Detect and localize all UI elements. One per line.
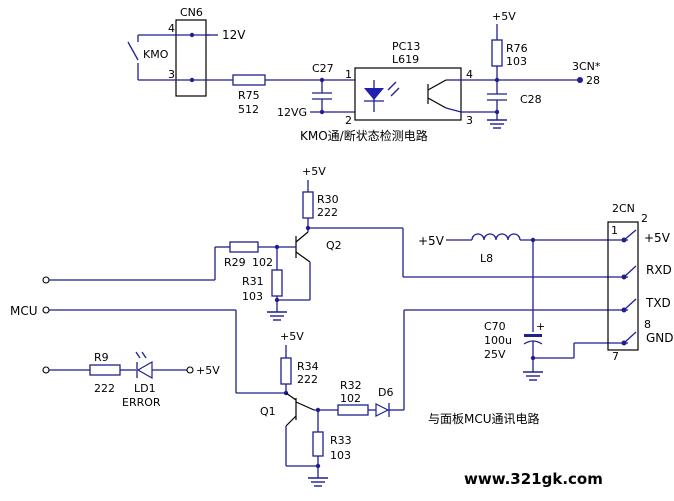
r31-name: R31 bbox=[242, 275, 264, 288]
bottom-caption: 与面板MCU通讯电路 bbox=[428, 411, 540, 426]
r33-value: 103 bbox=[330, 449, 351, 462]
r32-value: 102 bbox=[340, 392, 361, 405]
r34-v5-label: +5V bbox=[280, 330, 304, 343]
r33-resistor bbox=[312, 431, 324, 457]
out-conn-label: 3CN* bbox=[572, 60, 601, 73]
v12-label: 12V bbox=[222, 28, 246, 42]
mcu-comm-circuit: +5V R30 222 Q2 R29 102 R31 103 bbox=[10, 165, 674, 487]
pin8: 8 bbox=[644, 318, 651, 331]
pin1: 1 bbox=[611, 224, 618, 237]
sig-gnd: GND bbox=[646, 331, 674, 345]
cn6-label: CN6 bbox=[180, 6, 203, 19]
r30-name: R30 bbox=[317, 193, 339, 206]
v12g-label: 12VG bbox=[277, 106, 307, 119]
r30-resistor bbox=[302, 191, 314, 219]
cn6-connector bbox=[175, 19, 207, 97]
r29-name: R29 bbox=[224, 256, 246, 269]
ld1-name: LD1 bbox=[134, 382, 156, 395]
c70-voltage: 25V bbox=[484, 348, 506, 361]
r29-resistor bbox=[229, 241, 259, 253]
r9-resistor bbox=[89, 364, 121, 376]
l8-v5-label: +5V bbox=[418, 234, 445, 248]
watermark: www.321gk.com bbox=[464, 470, 603, 488]
r76-name: R76 bbox=[506, 42, 528, 55]
sig-txd: TXD bbox=[645, 296, 671, 310]
ld1-led-icon bbox=[136, 360, 153, 380]
r34-name: R34 bbox=[297, 360, 319, 373]
optocoupler-name: PC13 bbox=[392, 40, 420, 53]
top-caption: KMO通/断状态检测电路 bbox=[300, 128, 428, 143]
l8-label: L8 bbox=[480, 252, 493, 265]
optocoupler-part: L619 bbox=[392, 53, 419, 66]
cn6-pin4: 4 bbox=[168, 22, 175, 35]
c28-label: C28 bbox=[520, 93, 542, 106]
mcu-label: MCU bbox=[10, 304, 38, 318]
l8-inductor bbox=[471, 233, 521, 241]
r75-name: R75 bbox=[238, 89, 260, 102]
d6-label: D6 bbox=[378, 386, 393, 399]
r75-value: 512 bbox=[238, 103, 259, 116]
q1-label: Q1 bbox=[260, 405, 276, 418]
sig-5v: +5V bbox=[644, 231, 671, 245]
pin2: 2 bbox=[641, 212, 648, 225]
pc-pin1: 1 bbox=[345, 68, 352, 81]
r9-value: 222 bbox=[94, 382, 115, 395]
r30-v5-label: +5V bbox=[302, 165, 326, 178]
conn-2cn bbox=[607, 221, 639, 351]
r75-resistor bbox=[232, 74, 266, 86]
r29-value: 102 bbox=[252, 256, 273, 269]
optocoupler-pc13 bbox=[354, 67, 462, 121]
c27-label: C27 bbox=[312, 62, 334, 75]
r33-name: R33 bbox=[330, 434, 352, 447]
cn6-pin3: 3 bbox=[168, 68, 175, 81]
r76-resistor bbox=[491, 39, 503, 67]
out-pin-label: 28 bbox=[586, 74, 600, 87]
kmo-detect-circuit: CN6 4 3 12V KMO R75 512 C27 12VG PC13 L6 bbox=[127, 6, 601, 143]
sig-rxd: RXD bbox=[646, 263, 672, 277]
r32-name: R32 bbox=[340, 379, 362, 392]
ld1-text: ERROR bbox=[122, 396, 161, 409]
c70-value: 100u bbox=[484, 334, 512, 347]
q2-label: Q2 bbox=[326, 239, 342, 252]
relay-label: KMO bbox=[143, 48, 169, 61]
r32-resistor bbox=[337, 404, 369, 416]
r9-name: R9 bbox=[94, 351, 109, 364]
pc-pin4: 4 bbox=[466, 68, 473, 81]
r31-resistor bbox=[271, 269, 283, 297]
pc-pin3: 3 bbox=[466, 114, 473, 127]
pin7: 7 bbox=[612, 350, 619, 363]
conn2-name: 2CN bbox=[612, 202, 635, 215]
r31-value: 103 bbox=[242, 290, 263, 303]
r30-value: 222 bbox=[317, 206, 338, 219]
c70-name: C70 bbox=[484, 320, 506, 333]
d6-diode-icon bbox=[375, 403, 390, 417]
opto-led-icon bbox=[364, 88, 384, 100]
c70-plus: + bbox=[536, 320, 545, 333]
ld1-v5-label: +5V bbox=[196, 364, 220, 377]
r34-resistor bbox=[280, 357, 292, 385]
pc-pin2: 2 bbox=[345, 114, 352, 127]
r34-value: 222 bbox=[297, 373, 318, 386]
top-v5-label: +5V bbox=[492, 10, 516, 23]
r76-value: 103 bbox=[506, 55, 527, 68]
